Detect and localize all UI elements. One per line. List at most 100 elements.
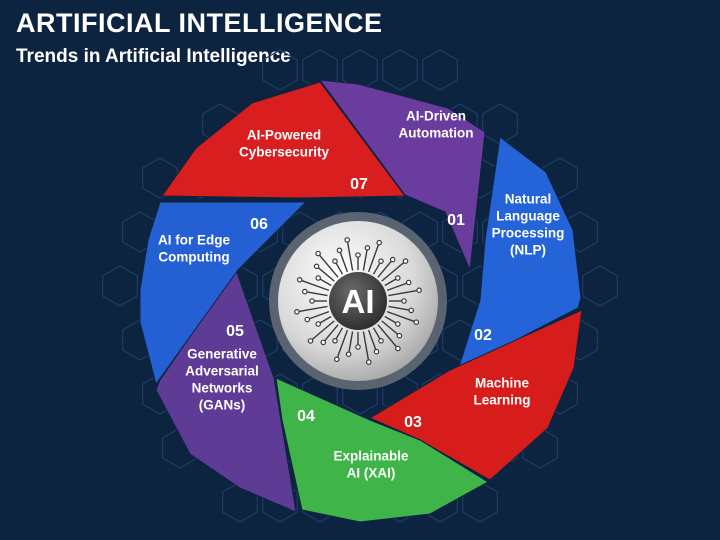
segment-label-line: Learning [473, 393, 530, 408]
page-title: ARTIFICIAL INTELLIGENCE [16, 8, 383, 38]
circuit-node [315, 250, 321, 257]
segments: AI-DrivenAutomation01NaturalLanguageProc… [139, 79, 583, 523]
circuit-node [408, 307, 415, 314]
segment-04: Explainable AI (XAI) 04 [275, 377, 489, 523]
segment-label-line: Computing [158, 250, 229, 265]
segment-shape [155, 269, 297, 513]
circuit-node [394, 321, 401, 327]
segment-label-line: Generative [187, 347, 257, 362]
segment-label-line: Language [496, 209, 560, 224]
segment-label-line: AI-Driven [406, 109, 466, 124]
segment-label-line: Adversarial [185, 364, 259, 379]
segment-label-line: (NLP) [510, 243, 546, 258]
segment-label-line: AI for Edge [158, 233, 230, 248]
hexagon-shape [102, 265, 138, 307]
circuit-trace [322, 324, 339, 343]
circuit-node [395, 345, 401, 352]
circuit-node [376, 239, 383, 246]
hexagon-shape [422, 49, 458, 91]
segment-number: 07 [350, 176, 368, 193]
segment-label-line: Machine [475, 376, 530, 391]
segment-label-line: Automation [399, 126, 474, 141]
hexagon-shape [382, 49, 418, 91]
circuit-trace [336, 329, 349, 360]
circuit-trace [377, 324, 399, 349]
segment-shape [139, 201, 307, 385]
segment-shape [319, 79, 486, 271]
center-label: AI [342, 283, 375, 320]
hexagon-shape [262, 49, 298, 91]
circuit-node [333, 356, 340, 363]
circuit-trace [362, 247, 369, 271]
circuit-trace [386, 281, 409, 292]
ai-chip-icon [329, 272, 387, 330]
circuit-node [364, 245, 371, 251]
circuit-trace [299, 279, 330, 292]
circuit-node [416, 287, 422, 294]
circuit-trace [307, 310, 330, 321]
circuit-trace [347, 331, 354, 355]
circuit-node [332, 337, 338, 344]
circuit-node [378, 337, 384, 344]
circuit-node [413, 319, 420, 326]
circuit-trace [317, 253, 339, 278]
page-subtitle: Trends in Artificial Intelligence [16, 46, 291, 67]
segment-shape [457, 136, 582, 371]
circuit-node [402, 258, 409, 264]
segment-label-line: Processing [492, 226, 565, 241]
circuit-trace [310, 320, 335, 342]
segment-number: 01 [447, 212, 465, 229]
circuit-node [301, 288, 308, 295]
circuit-trace [377, 259, 394, 278]
segment-number: 06 [250, 216, 268, 233]
center-hub: AI [269, 212, 447, 390]
circuit-node [315, 321, 322, 327]
circuit-node [294, 308, 300, 315]
circuit-trace [338, 250, 349, 273]
segment-label-line: Natural [505, 192, 552, 207]
segment-number: 02 [474, 327, 492, 344]
segment-shape [275, 377, 489, 523]
hexagon-shape [442, 211, 478, 253]
circuit-node [365, 359, 372, 365]
circuit-node [344, 237, 351, 243]
hexagon-shape [142, 157, 178, 199]
segment-shape [161, 81, 406, 199]
circuit-trace [388, 305, 412, 312]
circuit-node [304, 316, 311, 323]
circuit-node [373, 348, 380, 355]
circuit-trace [316, 265, 335, 282]
hexagon-shape [542, 157, 578, 199]
circuit-node [378, 258, 384, 265]
segment-shape [369, 309, 583, 481]
circuit-node [405, 279, 412, 286]
circuit-node [309, 298, 315, 304]
segment-label-line: Networks [192, 381, 253, 396]
circuit-node [315, 275, 322, 281]
circuit-node [396, 332, 403, 339]
circuit-node [332, 258, 338, 265]
circuit-trace [367, 242, 380, 273]
circuit-trace [386, 310, 417, 323]
circuit-node [394, 275, 401, 281]
segment-number: 04 [297, 408, 315, 425]
circuit-node [307, 338, 314, 344]
circuit-node [355, 344, 361, 350]
segment-label-line: AI (XAI) [347, 466, 396, 481]
circuit-node [320, 339, 327, 346]
circuit-trace [381, 320, 400, 337]
circuit-node [389, 256, 396, 263]
segment-label-line: Explainable [333, 449, 409, 464]
circuit-trace [367, 329, 378, 352]
circuit-trace [381, 260, 406, 282]
circuit-node [401, 298, 407, 304]
segment-number: 05 [226, 323, 244, 340]
circuit-trace [346, 239, 354, 271]
circuit-trace [362, 331, 370, 363]
